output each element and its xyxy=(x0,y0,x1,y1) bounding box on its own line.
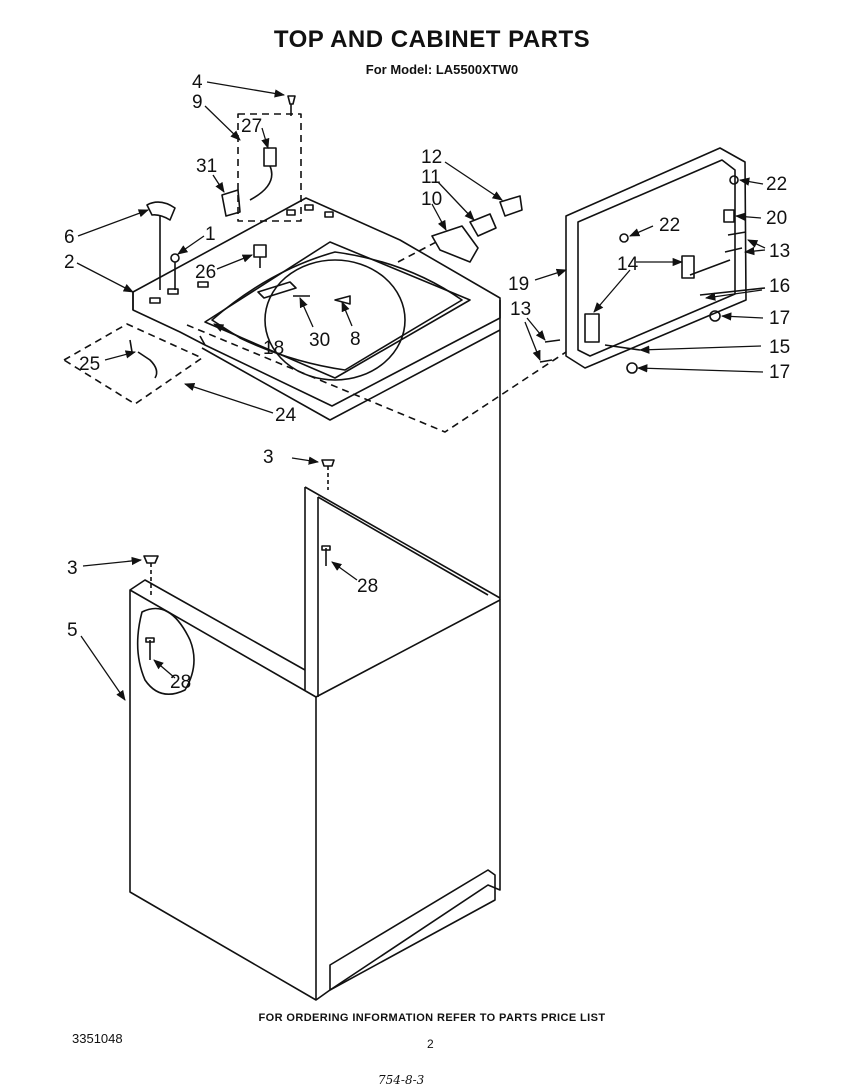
callout-16: 16 xyxy=(769,276,790,297)
callout-14: 14 xyxy=(617,254,639,275)
cabinet xyxy=(129,300,501,1001)
page-number: 2 xyxy=(427,1037,434,1051)
leader-lines xyxy=(76,81,766,701)
callout-5: 5 xyxy=(67,620,78,641)
callout-8: 8 xyxy=(350,329,361,350)
callout-3-lower: 3 xyxy=(67,558,78,579)
callout-6: 6 xyxy=(64,227,75,248)
callout-31: 31 xyxy=(196,156,217,177)
callout-25: 25 xyxy=(79,354,100,375)
callout-13-right: 13 xyxy=(769,241,790,262)
callout-10: 10 xyxy=(421,189,442,210)
callout-30: 30 xyxy=(309,330,330,351)
callout-22-inner: 22 xyxy=(659,215,680,236)
callout-9: 9 xyxy=(192,92,203,113)
callout-12: 12 xyxy=(421,147,442,168)
callout-17-lower: 17 xyxy=(769,362,790,383)
callout-28-lower: 28 xyxy=(170,672,191,693)
dashed-groups xyxy=(63,113,567,433)
callout-18: 18 xyxy=(263,338,284,359)
callout-20: 20 xyxy=(766,208,787,229)
callout-24: 24 xyxy=(275,405,297,426)
handwritten-note: 754-8-3 xyxy=(378,1073,425,1087)
callout-labels: 4 9 27 31 6 1 2 26 12 11 10 22 22 20 13 … xyxy=(64,72,790,693)
callout-27: 27 xyxy=(241,116,262,137)
callout-1: 1 xyxy=(205,224,216,245)
hardware-parts xyxy=(129,95,766,660)
callout-19: 19 xyxy=(508,274,529,295)
callout-11: 11 xyxy=(421,167,441,188)
ordering-note: FOR ORDERING INFORMATION REFER TO PARTS … xyxy=(258,1012,606,1024)
lid xyxy=(565,147,747,369)
callout-4: 4 xyxy=(192,72,203,93)
top-panel xyxy=(132,197,501,421)
callout-28-upper: 28 xyxy=(357,576,378,597)
document-number: 3351048 xyxy=(72,1031,123,1046)
page-title: TOP AND CABINET PARTS xyxy=(273,26,591,53)
callout-26: 26 xyxy=(195,262,216,283)
callout-15: 15 xyxy=(769,337,790,358)
model-subtitle: For Model: LA5500XTW0 xyxy=(365,62,519,77)
callout-22-top: 22 xyxy=(766,174,787,195)
callout-3-upper: 3 xyxy=(263,447,274,468)
callout-13-left: 13 xyxy=(510,299,531,320)
callout-17-upper: 17 xyxy=(769,308,790,329)
callout-2: 2 xyxy=(64,252,75,273)
